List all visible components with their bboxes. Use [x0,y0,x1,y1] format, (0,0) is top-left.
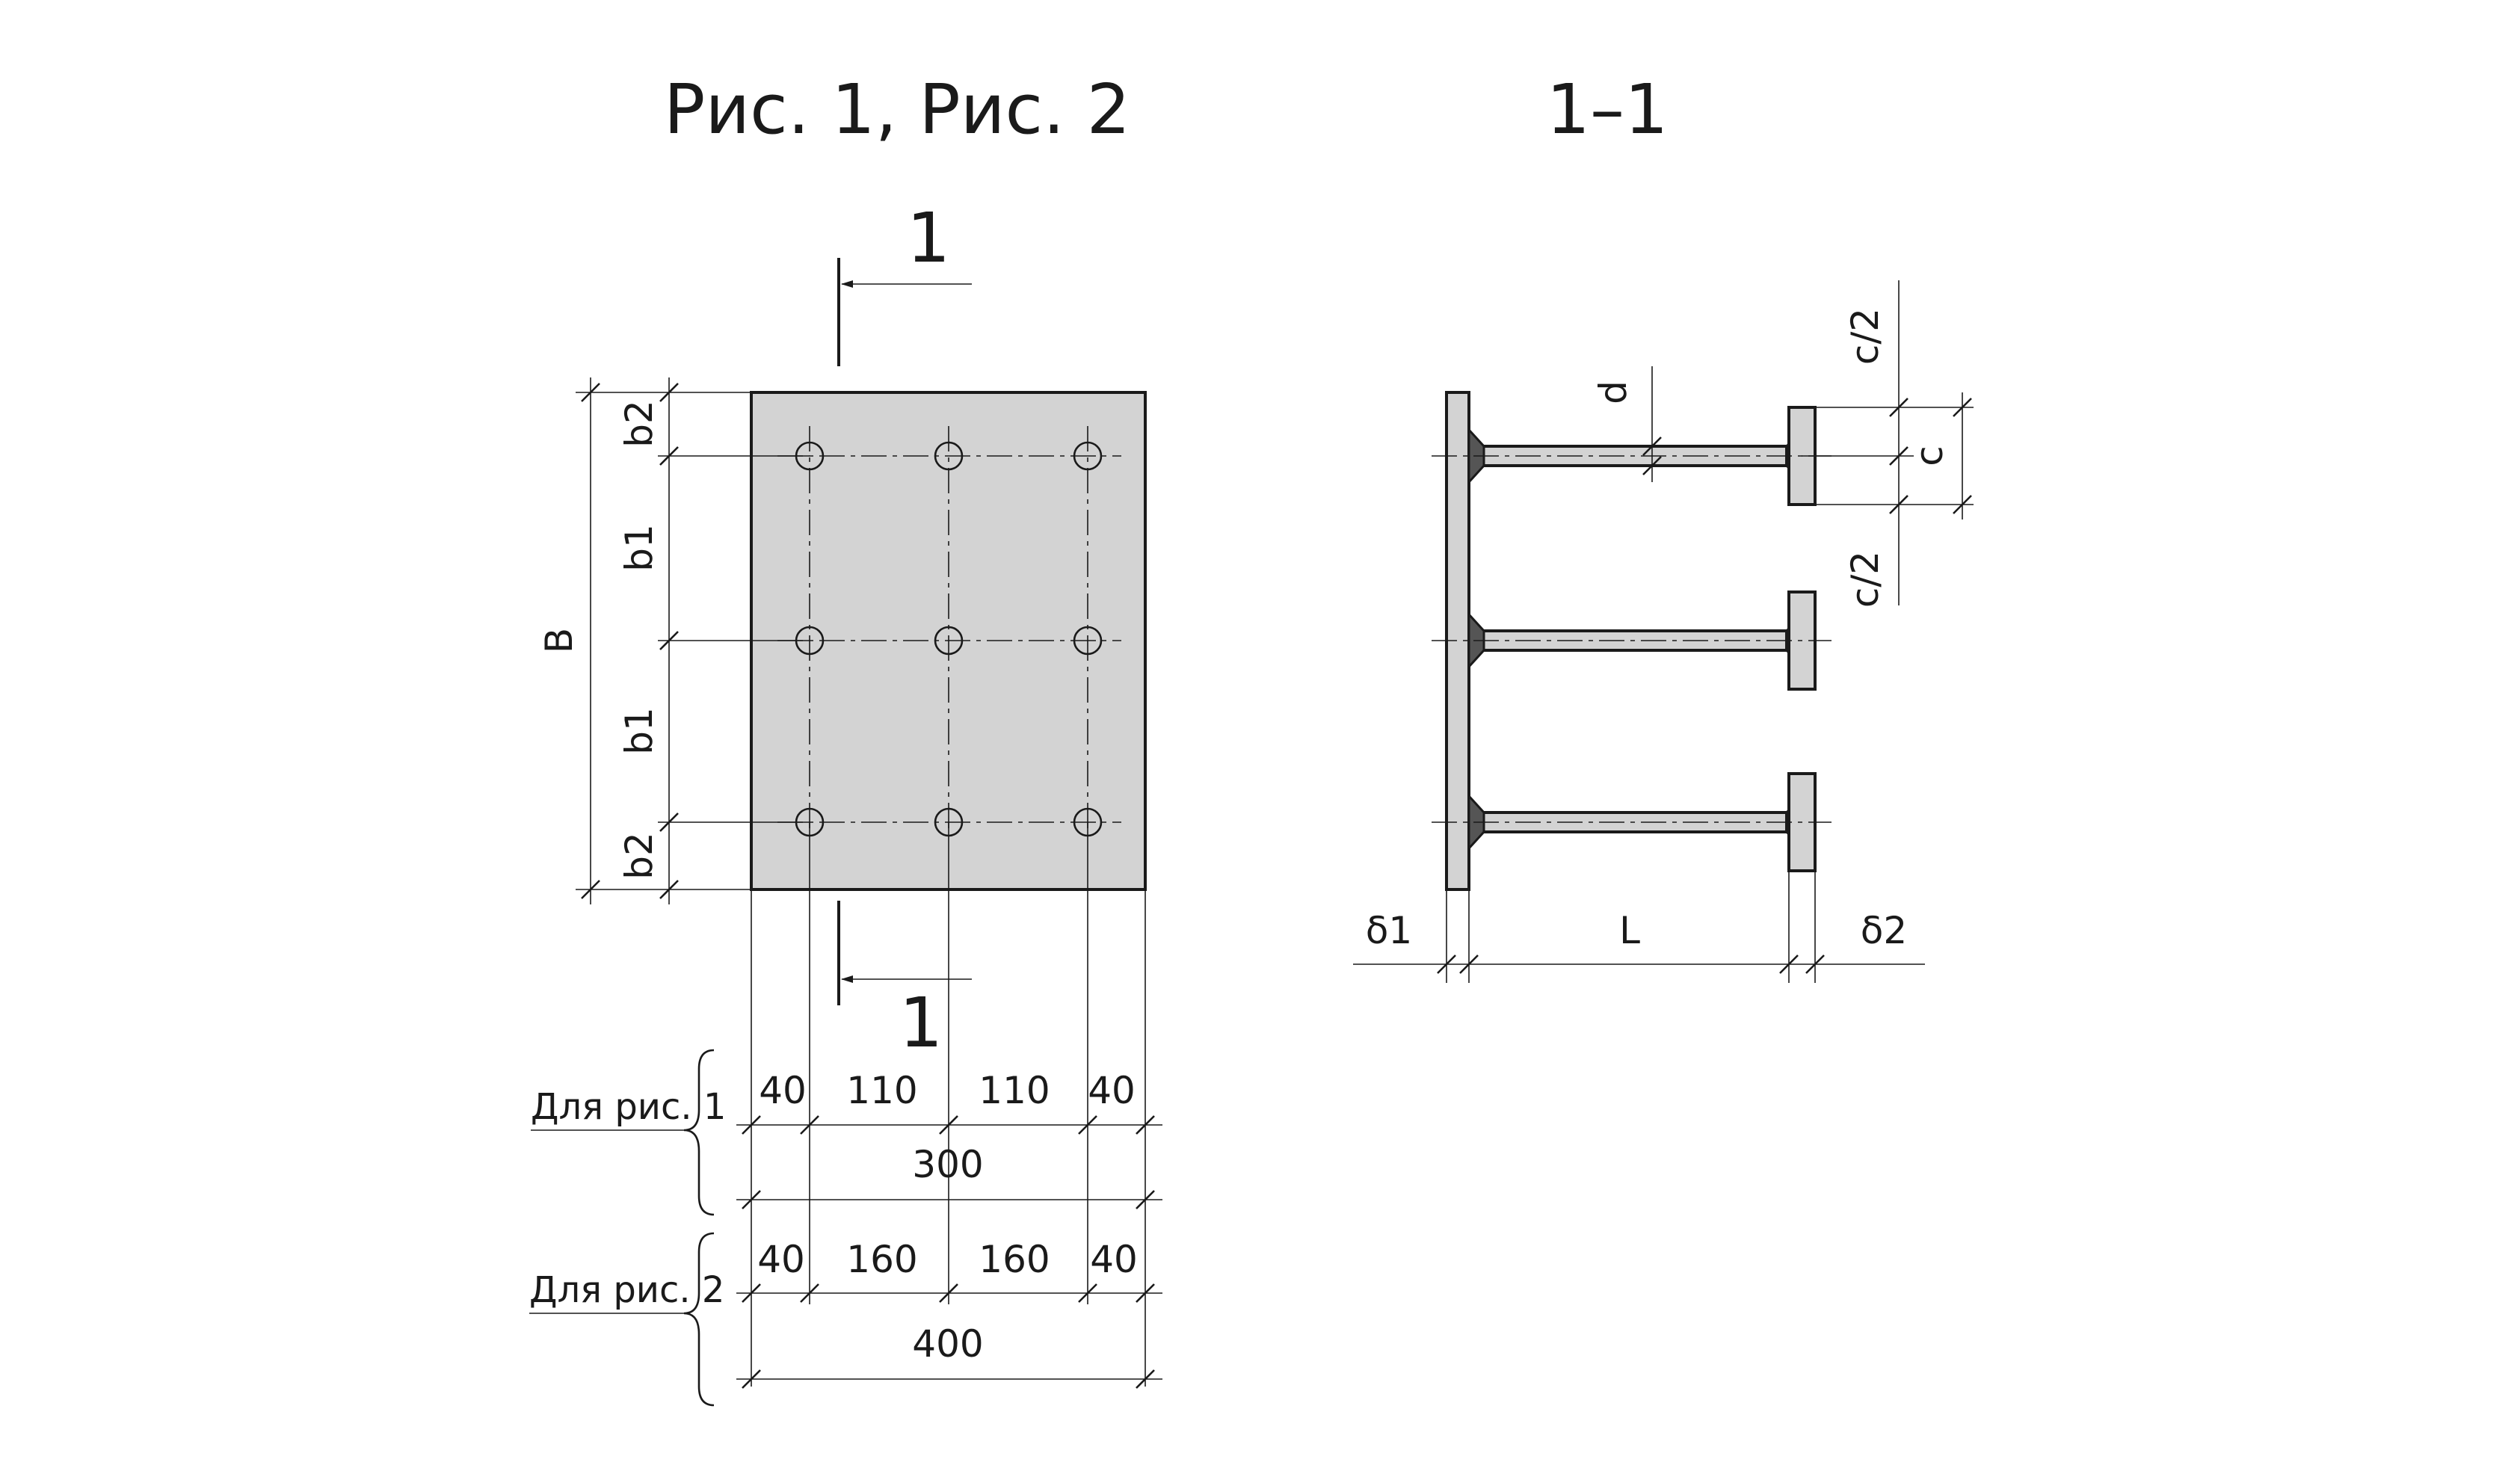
anchor-rod [1432,406,1832,506]
variant-2-dimensions: 40 160 160 40 400 Для рис. 2 [529,1232,1162,1407]
v1-edge-left: 40 [759,1069,807,1112]
v1-label: Для рис. 1 [531,1086,726,1128]
v1-edge-right: 40 [1088,1069,1136,1112]
dim-delta1: δ1 [1366,909,1412,952]
section-mark-bottom: 1 [899,983,943,1063]
anchor-studs [795,441,1103,837]
section-cut-bottom: 1 [837,901,972,1063]
plate-grid-axes [777,426,1121,1155]
anchor-stud [1073,807,1103,837]
v2-span-1: 160 [846,1238,917,1281]
anchor-stud [934,626,964,656]
dim-delta2: δ2 [1861,909,1907,952]
anchor-stud [934,441,964,471]
anchor-rod [1432,590,1832,691]
section-cut-top: 1 [837,198,972,366]
section-view: d c/2 c c/2 [1353,280,1974,983]
dim-d-group: d [1592,366,1662,482]
dim-b2-top: b2 [617,400,661,448]
v2-edge-left: 40 [757,1238,805,1281]
anchor-stud [934,807,964,837]
plan-title: Рис. 1, Рис. 2 [664,70,1130,149]
dim-B: B [537,628,581,653]
section-title: 1–1 [1546,70,1668,149]
section-mark-top: 1 [907,198,951,278]
v1-total: 300 [912,1143,983,1186]
dim-L: L [1619,909,1640,952]
dim-c: c [1908,445,1951,466]
dim-d: d [1592,380,1635,404]
section-bottom-dimensions: δ1 L δ2 [1353,871,1925,983]
v2-label: Для рис. 2 [529,1269,724,1311]
v1-span-1: 110 [846,1069,917,1112]
anchor-rod [1432,772,1832,872]
v2-edge-right: 40 [1090,1238,1138,1281]
dim-b2-bottom: b2 [617,832,661,880]
dim-c-group: c/2 c c/2 [1802,280,1974,608]
dim-b1-lower: b1 [617,707,661,755]
dim-b1-upper: b1 [617,524,661,572]
dim-c-half-bottom: c/2 [1843,551,1887,608]
dim-c-half-top: c/2 [1843,308,1887,365]
anchor-stud [1073,441,1103,471]
v1-span-2: 110 [979,1069,1050,1112]
plan-view: 1 1 B b2 b1 [537,198,1147,1387]
plan-vertical-dimensions: B b2 b1 b1 b2 [537,377,810,904]
v1-brace [683,1049,715,1216]
v2-brace [683,1232,715,1407]
v2-span-2: 160 [979,1238,1050,1281]
variant-1-dimensions: 40 110 110 40 300 Для рис. 1 [531,1049,1162,1216]
anchor-stud [1073,626,1103,656]
v2-total: 400 [912,1322,983,1366]
